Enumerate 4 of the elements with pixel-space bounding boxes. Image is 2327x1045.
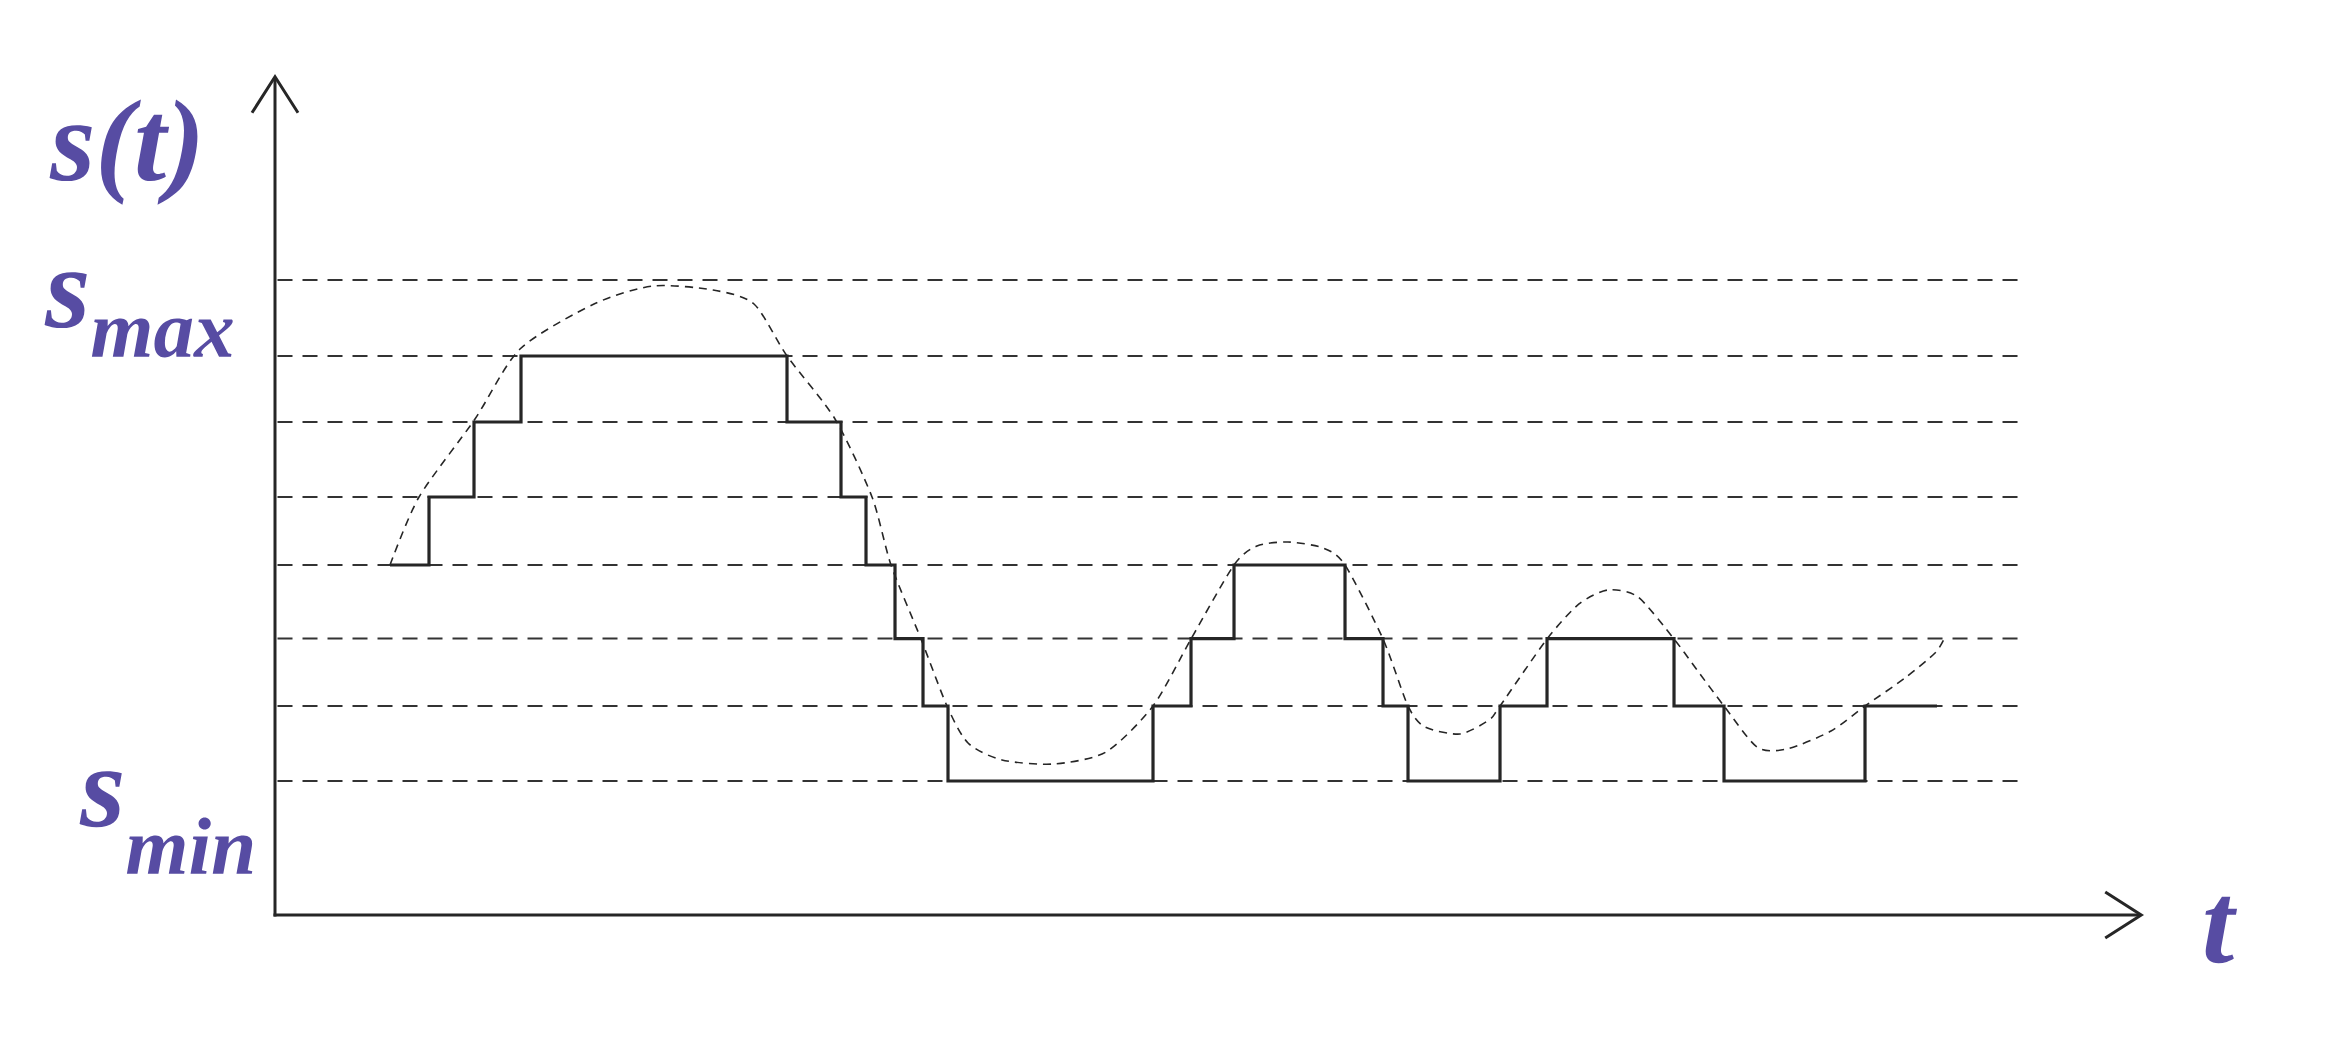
level-label: s$_{min}$	[79, 771, 253, 874]
level-label: s$_{max}$	[44, 272, 233, 358]
axis-label: t	[2205, 896, 2237, 964]
axis-label: s(t)	[49, 99, 198, 205]
